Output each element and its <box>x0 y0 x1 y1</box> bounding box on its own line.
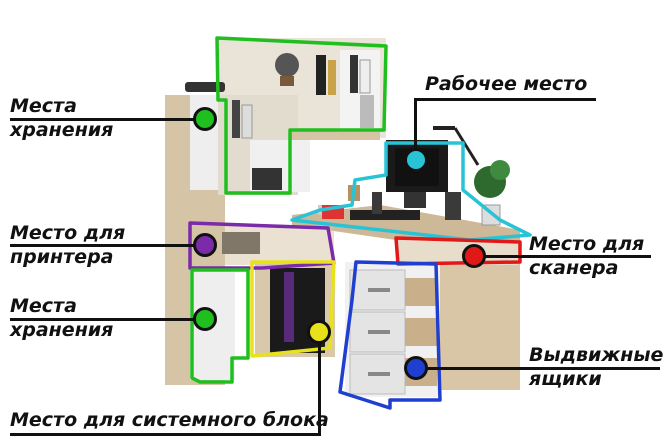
drawers-marker <box>404 356 428 380</box>
printer-outline <box>188 221 336 270</box>
storage-bottom-label: Места хранения <box>10 294 113 342</box>
scanner-label-line2: сканера <box>529 257 619 279</box>
drawers-label-line2: ящики <box>529 368 602 390</box>
scanner-label: Место для сканера <box>529 232 644 280</box>
scanner-leader <box>476 255 651 258</box>
printer-marker <box>193 233 217 257</box>
drawers-label: Выдвижные ящики <box>529 343 663 391</box>
drawers-label-line1: Выдвижные <box>529 344 664 366</box>
printer-label: Место для принтера <box>10 221 125 269</box>
storage-bottom-label-line1: Места <box>10 295 77 317</box>
system-unit-outline <box>250 260 336 358</box>
printer-label-line2: принтера <box>10 246 114 268</box>
storage-bottom-leader <box>10 318 205 321</box>
scanner-outline <box>394 236 522 266</box>
workplace-label-text: Рабочее место <box>425 73 588 95</box>
printer-label-line1: Место для <box>10 222 126 244</box>
workplace-leader <box>416 98 596 101</box>
system-unit-label: Место для системного блока <box>10 408 329 432</box>
printer-leader <box>10 244 205 247</box>
storage-bottom-label-line2: хранения <box>10 319 114 341</box>
system-unit-leader <box>10 433 320 436</box>
storage-top-label: Места хранения <box>10 94 113 142</box>
storage-bottom-marker <box>193 307 217 331</box>
workplace-marker <box>404 148 428 172</box>
scanner-marker <box>462 244 486 268</box>
workplace-label: Рабочее место <box>425 72 587 96</box>
storage-top-marker <box>193 107 217 131</box>
storage-top-leader <box>10 118 202 121</box>
system-unit-label-text: Место для системного блока <box>10 409 329 431</box>
storage-top-outline <box>215 36 388 195</box>
workplace-leader-vertical <box>414 98 417 158</box>
storage-top-label-line1: Места <box>10 95 77 117</box>
drawers-leader <box>414 367 660 370</box>
storage-bottom-outline <box>190 268 250 384</box>
shelving-unit <box>165 38 386 385</box>
system-unit-marker <box>307 320 331 344</box>
scanner-label-line1: Место для <box>529 233 645 255</box>
storage-top-label-line2: хранения <box>10 119 114 141</box>
drawers-outline <box>338 260 442 410</box>
workplace-outline <box>290 141 532 242</box>
system-unit-leader-vertical <box>318 330 321 436</box>
